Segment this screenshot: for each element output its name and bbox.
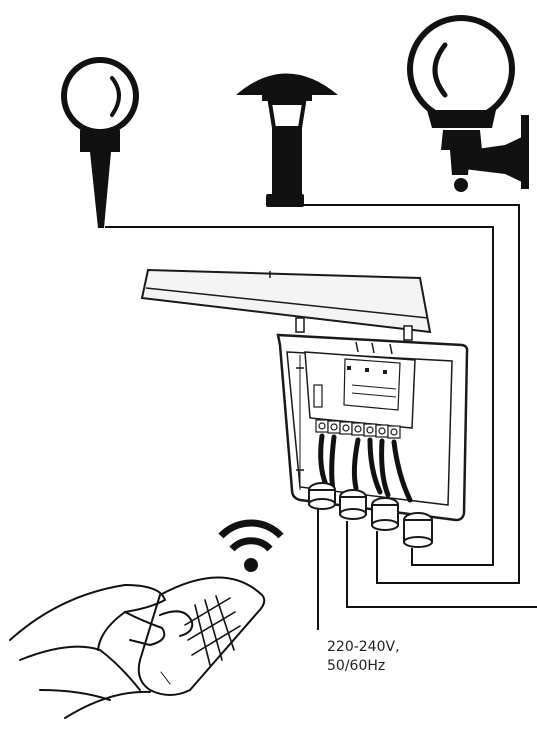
spike-globe-lamp-icon (64, 60, 136, 228)
outdoor-switch-box-icon (142, 270, 467, 547)
power-voltage: 220-240V, (327, 638, 400, 657)
remote-control-icon (10, 578, 264, 719)
box-lid (142, 270, 430, 332)
wifi-signal-icon (221, 523, 281, 572)
power-supply-label: 220-240V, 50/60Hz (327, 638, 400, 676)
bollard-lamp-icon (236, 74, 338, 208)
power-frequency: 50/60Hz (327, 657, 400, 676)
wall-globe-lamp-icon (410, 18, 529, 192)
